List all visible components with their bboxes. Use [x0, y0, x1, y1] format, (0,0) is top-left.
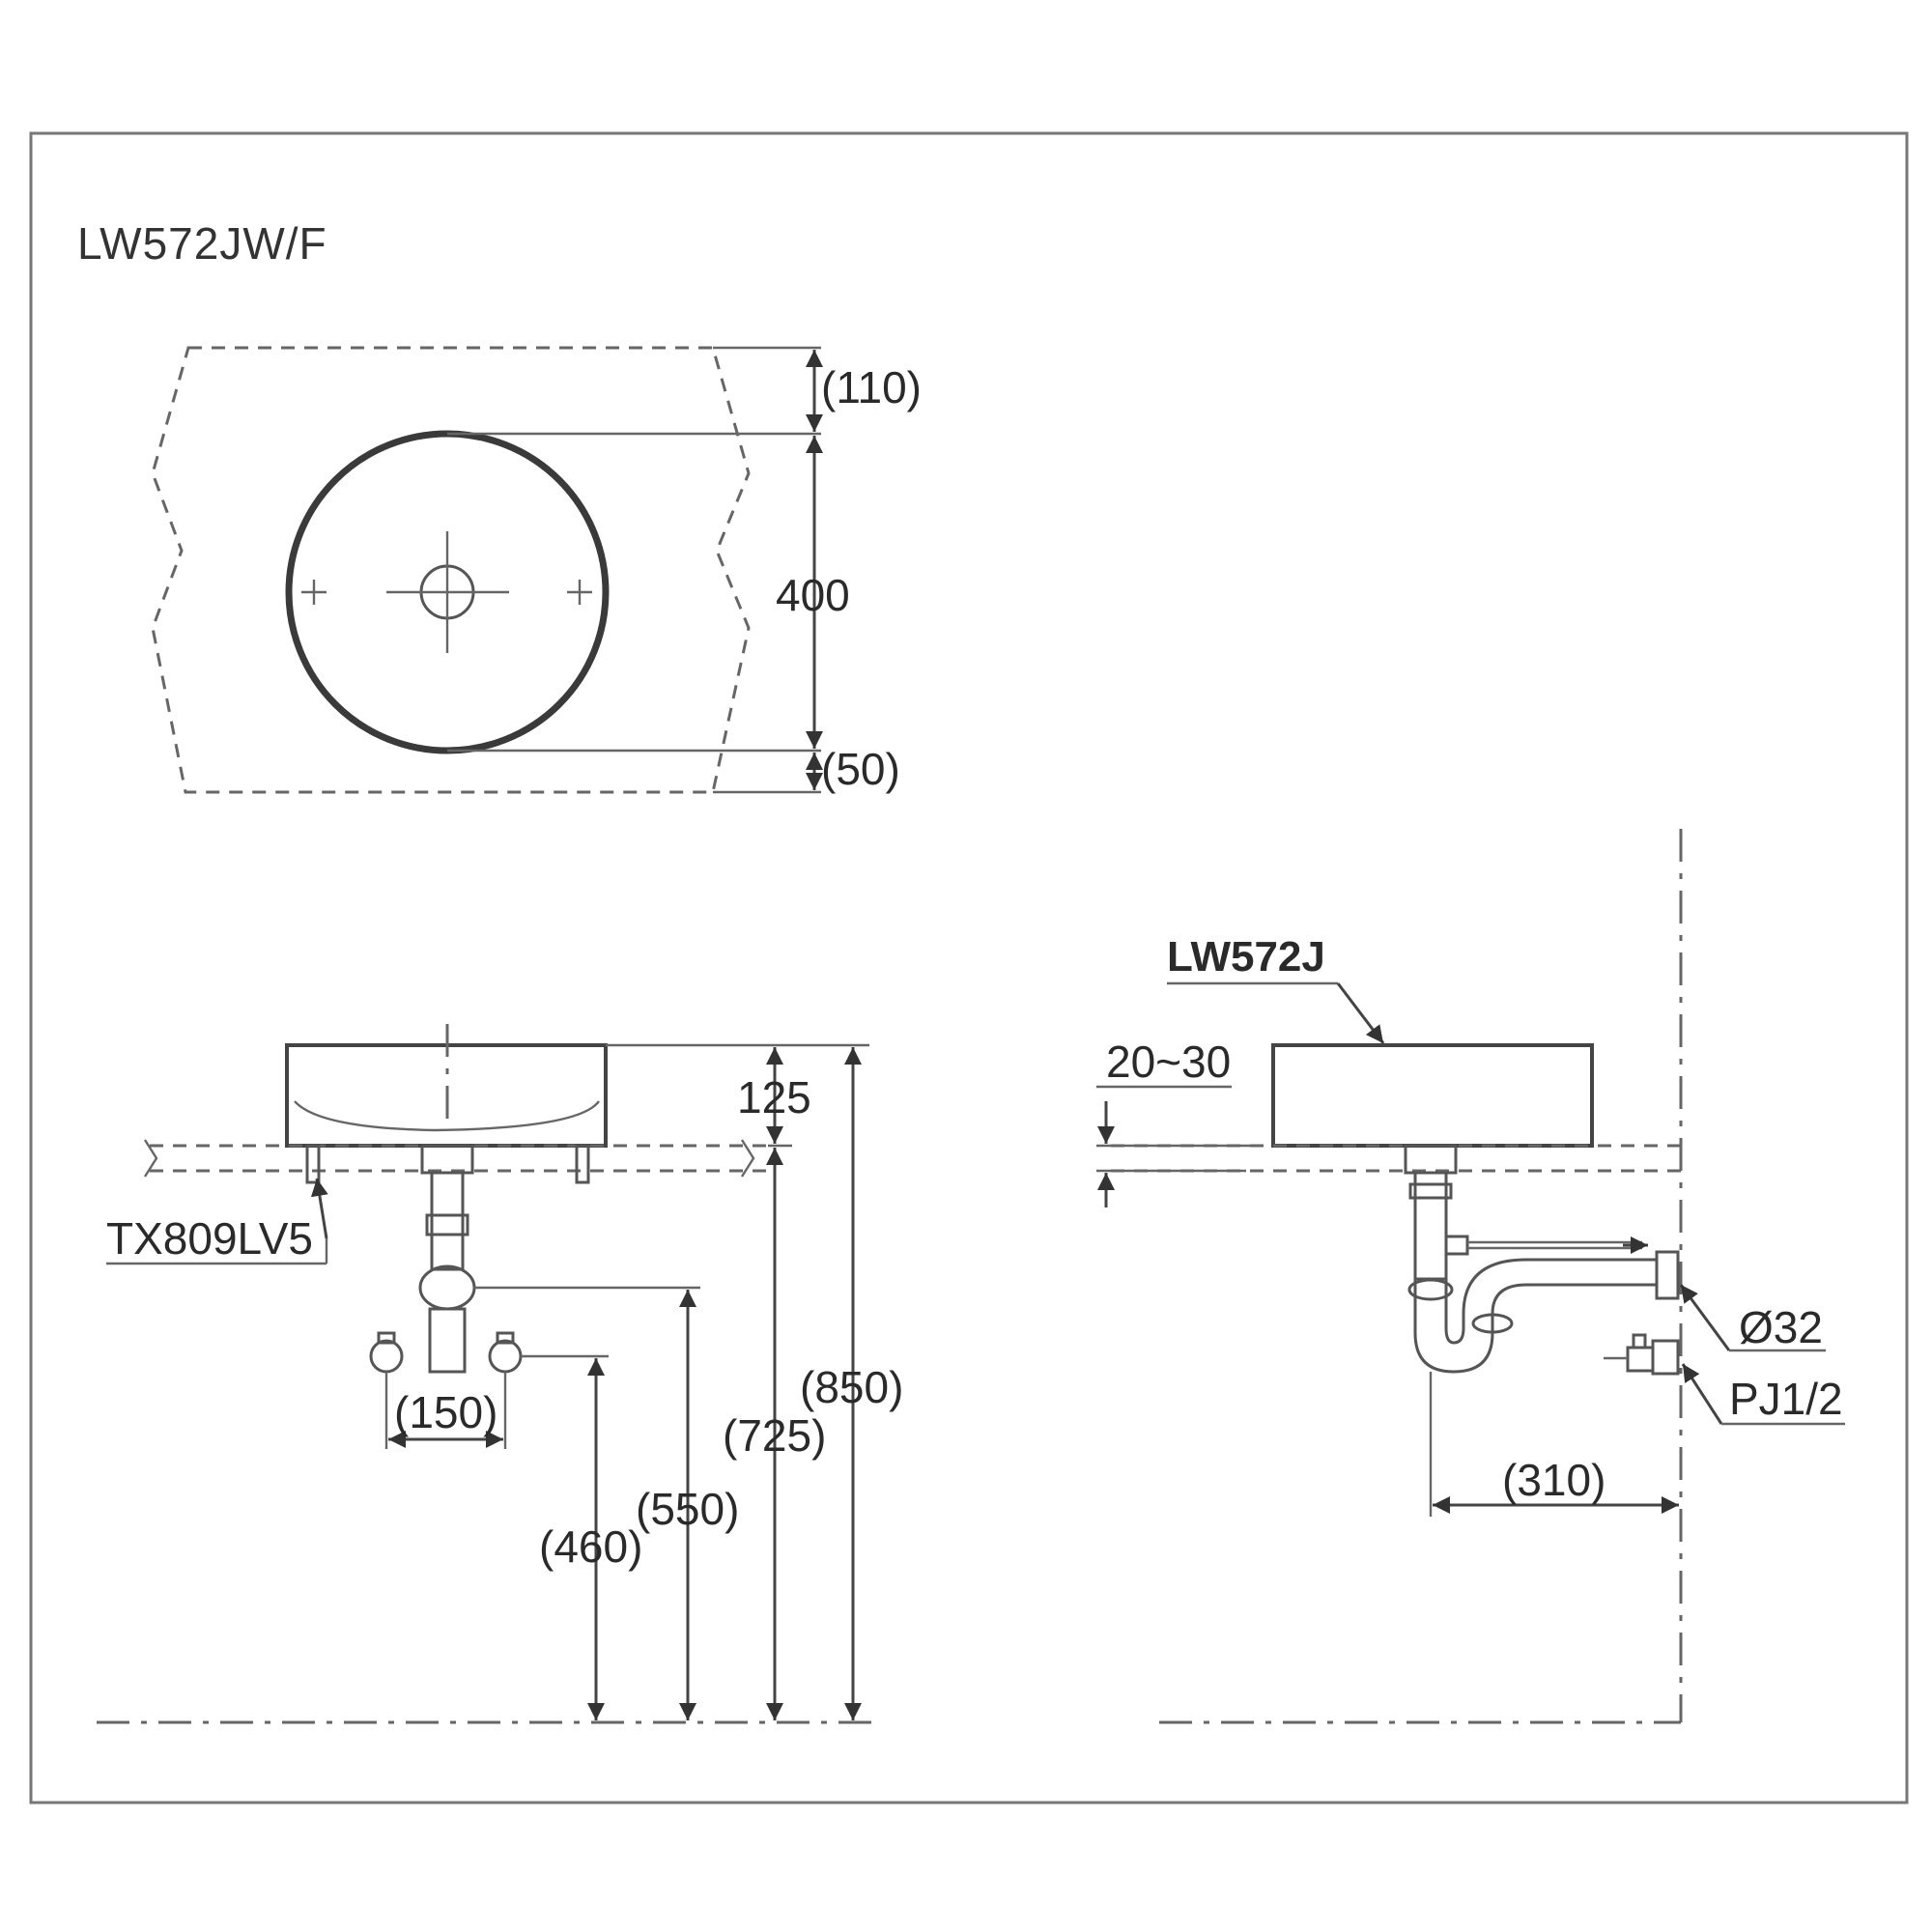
angle-valve: [1604, 1333, 1680, 1376]
model-label-lw572j: LW572J: [1167, 933, 1325, 980]
dim-basin-diameter: 400: [776, 570, 850, 620]
p-trap: [1413, 1279, 1657, 1374]
drain-size-label: Ø32: [1739, 1302, 1823, 1352]
drawing-title: LW572JW/F: [77, 218, 327, 269]
mount-point-right: [567, 580, 592, 605]
supply-valve-left: [369, 1331, 404, 1374]
mount-point-left: [301, 580, 327, 605]
drain-wall-flange: [1655, 1250, 1680, 1300]
countertop-outline: [151, 346, 751, 794]
drain-fitting-front: [420, 1144, 474, 1175]
basin-body-side: [1271, 1043, 1594, 1148]
supply-size-label: PJ1/2: [1729, 1374, 1843, 1424]
dim-front-offset: (50): [821, 744, 900, 794]
side-view: 20~30 LW572J Ø32 PJ1/2 (310): [1096, 829, 1845, 1724]
dim-back-offset: (110): [821, 362, 922, 412]
front-view: TX809LV5 125 (850) (725) (550) (460) (15…: [97, 1024, 903, 1724]
dim-counter-thickness: 20~30: [1106, 1037, 1231, 1087]
top-view: (110) 400 (50): [151, 346, 922, 794]
dim-supply-height: (460): [539, 1521, 642, 1572]
dim-trap-height: (550): [636, 1484, 739, 1534]
supply-valve-right: [488, 1331, 523, 1374]
dim-wall-distance: (310): [1502, 1455, 1605, 1505]
trap-joint-front: [418, 1264, 476, 1311]
dim-total-height: (850): [800, 1362, 903, 1412]
dim-counter-height: (725): [723, 1410, 826, 1461]
part-label-tx809lv5: TX809LV5: [106, 1213, 313, 1264]
dim-supply-spacing: (150): [394, 1387, 497, 1437]
drawing-frame: [29, 131, 1909, 1804]
dim-bowl-height: 125: [737, 1072, 811, 1122]
